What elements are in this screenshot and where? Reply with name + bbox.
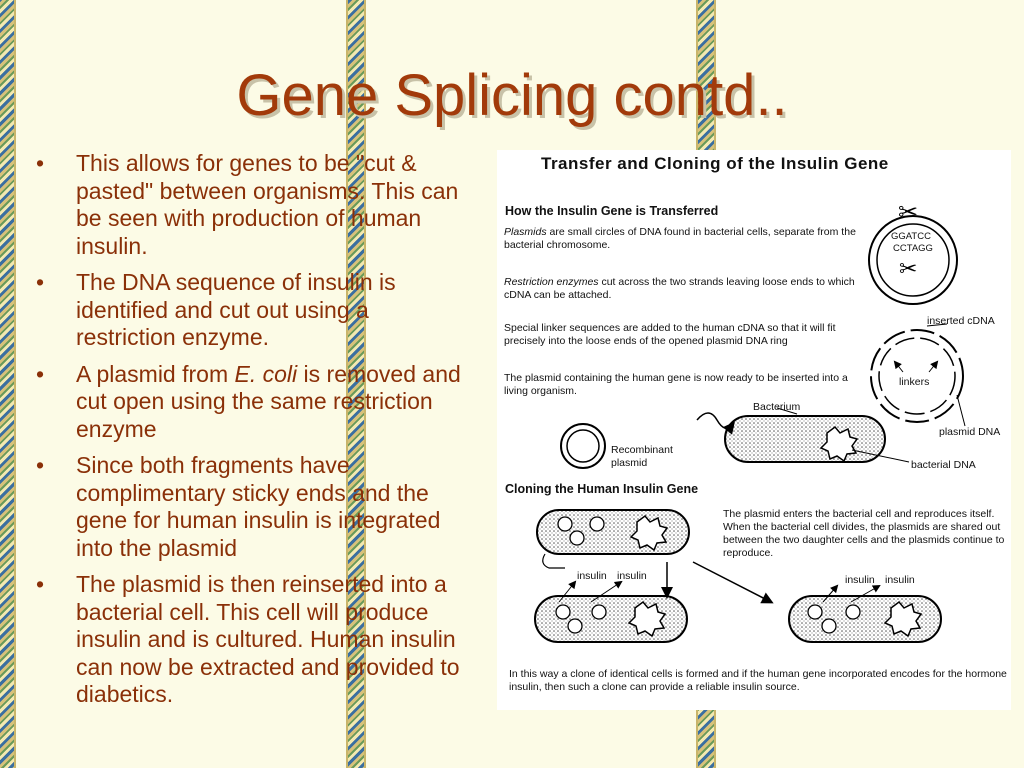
linker-arrow [893, 360, 904, 373]
insulin-arrow [850, 585, 881, 603]
bullet-text: Since both fragments have complimentary … [76, 452, 441, 561]
insulin-arrow [590, 580, 623, 603]
label-bacterial-dna: bacterial DNA [911, 459, 976, 471]
term-plasmids: Plasmids [504, 226, 547, 238]
bacterial-dna-blob [629, 514, 669, 552]
small-plasmid [591, 604, 607, 620]
bullet-dot: • [36, 150, 45, 176]
label-insulin: insulin [845, 574, 875, 586]
bullet-list: • This allows for genes to be "cut & past… [32, 150, 472, 718]
paragraph-plasmids: Plasmids are small circles of DNA found … [504, 226, 864, 252]
bullet-text-post: is removed and cut open using the same r… [76, 360, 461, 442]
bullet-item: • The DNA sequence of insulin is identifi… [32, 269, 472, 352]
scissors-icon: ✂ [898, 198, 918, 226]
paragraph-reproduces: The plasmid enters the bacterial cell an… [723, 508, 1005, 559]
bacterium-daughter-left [534, 595, 688, 643]
paragraph-clone: In this way a clone of identical cells i… [509, 668, 1007, 693]
bullet-text: The DNA sequence of insulin is identifie… [76, 269, 396, 350]
label-bacterium: Bacterium [753, 401, 801, 413]
svg-text:✂: ✂ [899, 257, 917, 282]
bullet-dot: • [36, 452, 45, 478]
bullet-item: • A plasmid from E. coli is removed and c… [32, 361, 472, 444]
plasmid-ring-inner [876, 223, 950, 297]
plasmid-ring-inserted-inner [878, 337, 956, 415]
label-insulin: insulin [577, 570, 607, 582]
sequence-top: GGATCC [891, 231, 931, 242]
bullet-text-italic: E. coli [234, 360, 298, 387]
tail-line [542, 553, 565, 569]
pointer-line [776, 407, 798, 415]
diagram-graphics: ✂ ✂ [534, 198, 966, 643]
dna-helix-strip-center-left [346, 0, 366, 768]
paragraph-text: are small circles of DNA found in bacter… [504, 226, 856, 251]
scissors-icon: ✂ [899, 257, 917, 282]
insulin-cloning-diagram: ✂ ✂ [497, 150, 1011, 710]
plasmid-ring-inserted [870, 329, 964, 423]
transfer-arrow [696, 412, 735, 435]
bacterial-dna-blob [627, 600, 667, 638]
diagram-title: Transfer and Cloning of the Insulin Gene [541, 154, 889, 173]
term-restriction-enzymes: Restriction enzymes [504, 276, 599, 288]
label-insulin: insulin [885, 574, 915, 586]
bacterium-cell [724, 415, 886, 463]
division-arrow-right [692, 561, 774, 604]
plasmid-ring-cut [868, 215, 958, 305]
linker-arrow [928, 360, 939, 373]
label-insulin: insulin [617, 570, 647, 582]
bullet-item: • This allows for genes to be "cut & past… [32, 150, 472, 260]
small-plasmid [555, 604, 571, 620]
small-plasmid [807, 604, 823, 620]
bullet-dot: • [36, 360, 45, 387]
slide-title: Gene Splicing contd.. [236, 63, 788, 128]
label-recombinant-plasmid: Recombinant plasmid [611, 444, 673, 469]
paragraph-ready: The plasmid containing the human gene is… [504, 372, 848, 397]
small-plasmid [821, 618, 837, 634]
bullet-item: • Since both fragments have complimentary… [32, 452, 472, 562]
bacterial-dna-blob [883, 600, 923, 638]
bacterial-dna-blob [819, 425, 859, 463]
paragraph-text: cut across the two strands leaving loose… [504, 276, 855, 301]
label-linkers: linkers [899, 376, 930, 388]
plasmid-group [555, 516, 861, 634]
small-plasmid [845, 604, 861, 620]
bullet-text-pre: A plasmid from [76, 360, 235, 387]
small-plasmid [589, 516, 605, 532]
bullet-text: The plasmid is then reinserted into a ba… [76, 571, 460, 707]
recombinant-plasmid-ring [560, 423, 606, 469]
pointer-line [956, 394, 966, 427]
pointer-line [851, 449, 910, 463]
section-heading-cloning: Cloning the Human Insulin Gene [505, 482, 699, 496]
pointer-line [926, 323, 948, 327]
small-plasmid [567, 618, 583, 634]
svg-text:✂: ✂ [898, 198, 918, 226]
paragraph-restriction: Restriction enzymes cut across the two s… [504, 276, 864, 302]
small-plasmid [557, 516, 573, 532]
insulin-arrow [822, 584, 839, 603]
small-plasmid [569, 530, 585, 546]
label-inserted-cdna: inserted cDNA [927, 315, 995, 327]
bullet-item: • The plasmid is then reinserted into a b… [32, 571, 472, 709]
bacterium-parent [536, 509, 690, 555]
bullet-text: This allows for genes to be "cut & paste… [76, 150, 459, 259]
bullet-dot: • [36, 269, 45, 295]
bullet-dot: • [36, 571, 45, 597]
recombinant-plasmid-inner [566, 429, 600, 463]
paragraph-linkers: Special linker sequences are added to th… [504, 322, 836, 347]
section-heading-transfer: How the Insulin Gene is Transferred [505, 204, 719, 218]
insulin-arrow [558, 580, 577, 603]
dna-helix-strip-left [0, 0, 16, 768]
label-plasmid-dna: plasmid DNA [939, 426, 1001, 438]
sequence-bottom: CCTAGG [893, 243, 933, 254]
